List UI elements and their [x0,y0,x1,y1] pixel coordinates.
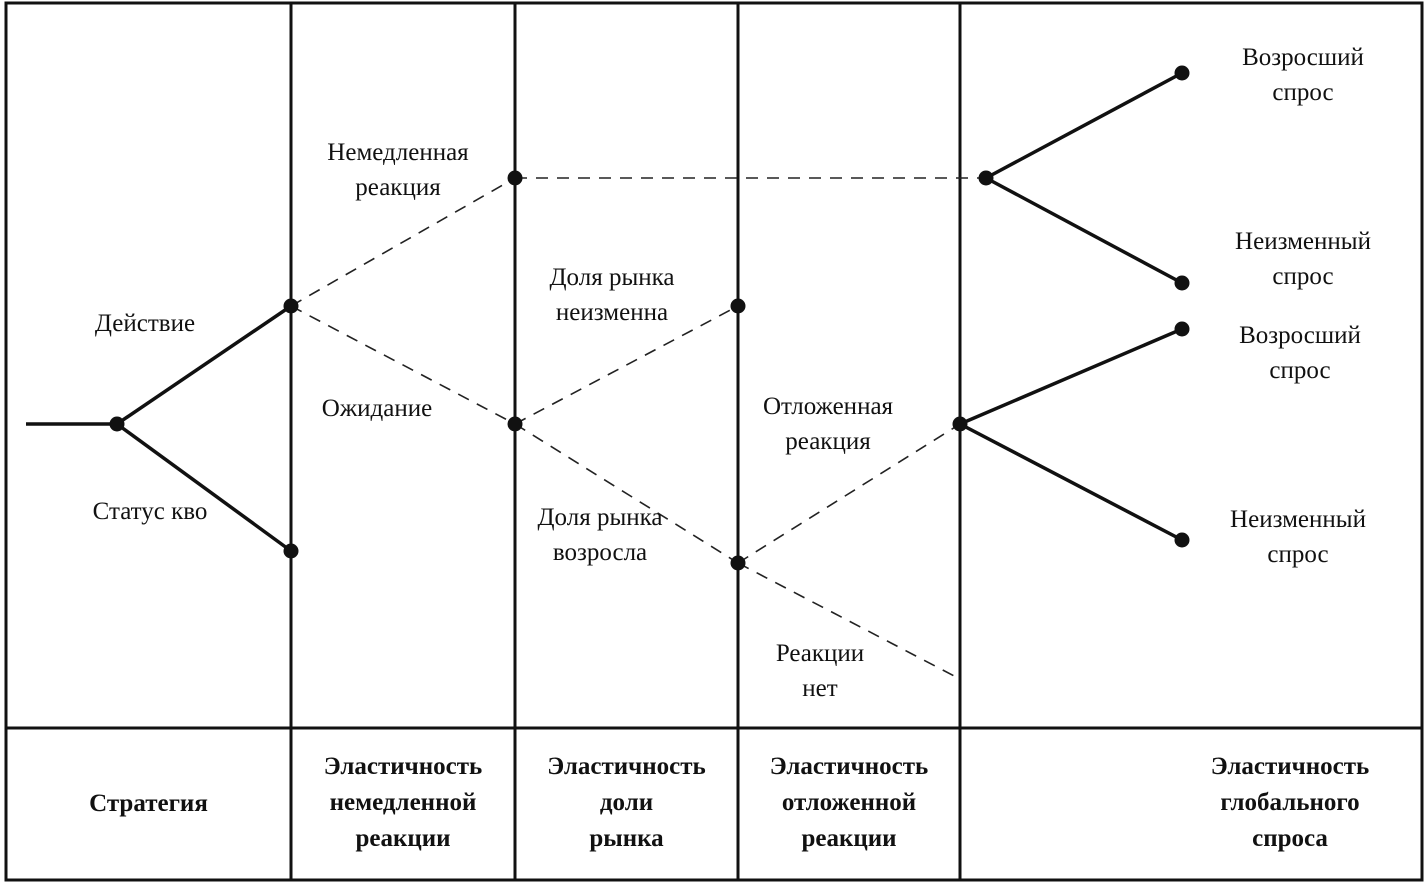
label-no-reaction-line1: Реакции [775,640,865,667]
label-unchanged-2-line2: спрос [1267,541,1329,568]
edge-immediate [290,177,516,307]
label-share-grew: Доля рынка возросла [500,500,700,570]
node-share-unchanged [730,298,746,314]
header-global-line2: глобального [1220,789,1360,816]
header-delayed-line3: реакции [801,825,897,852]
edge-increased-2 [959,327,1183,426]
header-global-line1: Эластичность [1210,753,1370,780]
label-share-unchanged-line2: неизменна [555,299,669,326]
label-unchanged-2-line1: Неизменный [1230,506,1366,533]
label-increased-1-line2: спрос [1272,79,1334,106]
label-delayed-line2: реакция [785,428,871,455]
header-share-line2: доли [599,789,654,816]
header-immediate-line2: немедленной [329,789,477,816]
header-global-line3: спроса [1252,825,1328,852]
header-delayed-line2: отложенной [781,789,917,816]
node-increased-1 [1174,65,1190,81]
label-unchanged-2: Неизменный спрос [1208,502,1388,572]
label-waiting-text: Ожидание [321,395,433,422]
label-unchanged-1: Неизменный спрос [1213,224,1393,294]
label-immediate: Немедленная реакция [298,135,498,205]
edge-waiting [290,305,516,425]
outer-frame [4,1,1424,882]
label-increased-1-line1: Возросший [1242,44,1364,71]
label-status-quo: Статус кво [50,494,250,529]
node-status-quo [283,543,299,559]
node-immediate-global [978,170,994,186]
node-unchanged-1 [1174,275,1190,291]
header-delayed-elasticity: Эластичность отложенной реакции [738,749,960,857]
edge-action [116,304,292,426]
header-share-line3: рынка [589,825,664,852]
header-strategy-line1: Стратегия [89,790,208,817]
label-no-reaction-line2: нет [802,675,838,702]
edge-unchanged-1 [985,176,1183,285]
edge-share-unchanged [514,305,739,425]
edge-increased-1 [985,71,1183,180]
label-action-text: Действие [94,310,196,337]
label-immediate-line2: реакция [355,174,441,201]
node-waiting [507,416,523,432]
header-strategy: Стратегия [6,786,291,822]
header-share-elasticity: Эластичность доли рынка [515,749,738,857]
label-no-reaction: Реакции нет [740,636,900,706]
edge-delayed [737,423,961,564]
label-action: Действие [60,306,230,341]
node-delayed-global [952,416,968,432]
edge-status-quo [115,422,293,553]
label-share-unchanged: Доля рынка неизменна [512,260,712,330]
node-immediate [507,170,523,186]
header-global-elasticity: Эластичность глобального спроса [1180,749,1400,857]
label-immediate-line1: Немедленная [327,139,469,166]
header-immediate-line1: Эластичность [323,753,483,780]
label-status-quo-text: Статус кво [92,498,208,525]
label-share-grew-line1: Доля рынка [537,504,663,531]
label-increased-2: Возросший спрос [1210,318,1390,388]
header-delayed-line1: Эластичность [769,753,929,780]
label-delayed-line1: Отложенная [762,393,894,420]
label-delayed: Отложенная реакция [728,389,928,459]
label-unchanged-1-line2: спрос [1272,263,1334,290]
label-waiting: Ожидание [292,391,462,426]
header-share-line1: Эластичность [547,753,706,780]
node-increased-2 [1174,321,1190,337]
label-share-unchanged-line1: Доля рынка [549,264,675,291]
label-increased-2-line2: спрос [1269,357,1331,384]
label-unchanged-1-line1: Неизменный [1235,228,1371,255]
node-root [109,416,125,432]
edge-share-grew [514,423,739,564]
edge-unchanged-2 [959,422,1183,542]
label-increased-2-line1: Возросший [1239,322,1361,349]
label-share-grew-line2: возросла [552,539,648,566]
header-immediate-elasticity: Эластичность немедленной реакции [291,749,515,857]
node-share-grew [730,555,746,571]
header-immediate-line3: реакции [355,825,451,852]
label-increased-1: Возросший спрос [1213,40,1393,110]
node-unchanged-2 [1174,532,1190,548]
node-action [283,298,299,314]
